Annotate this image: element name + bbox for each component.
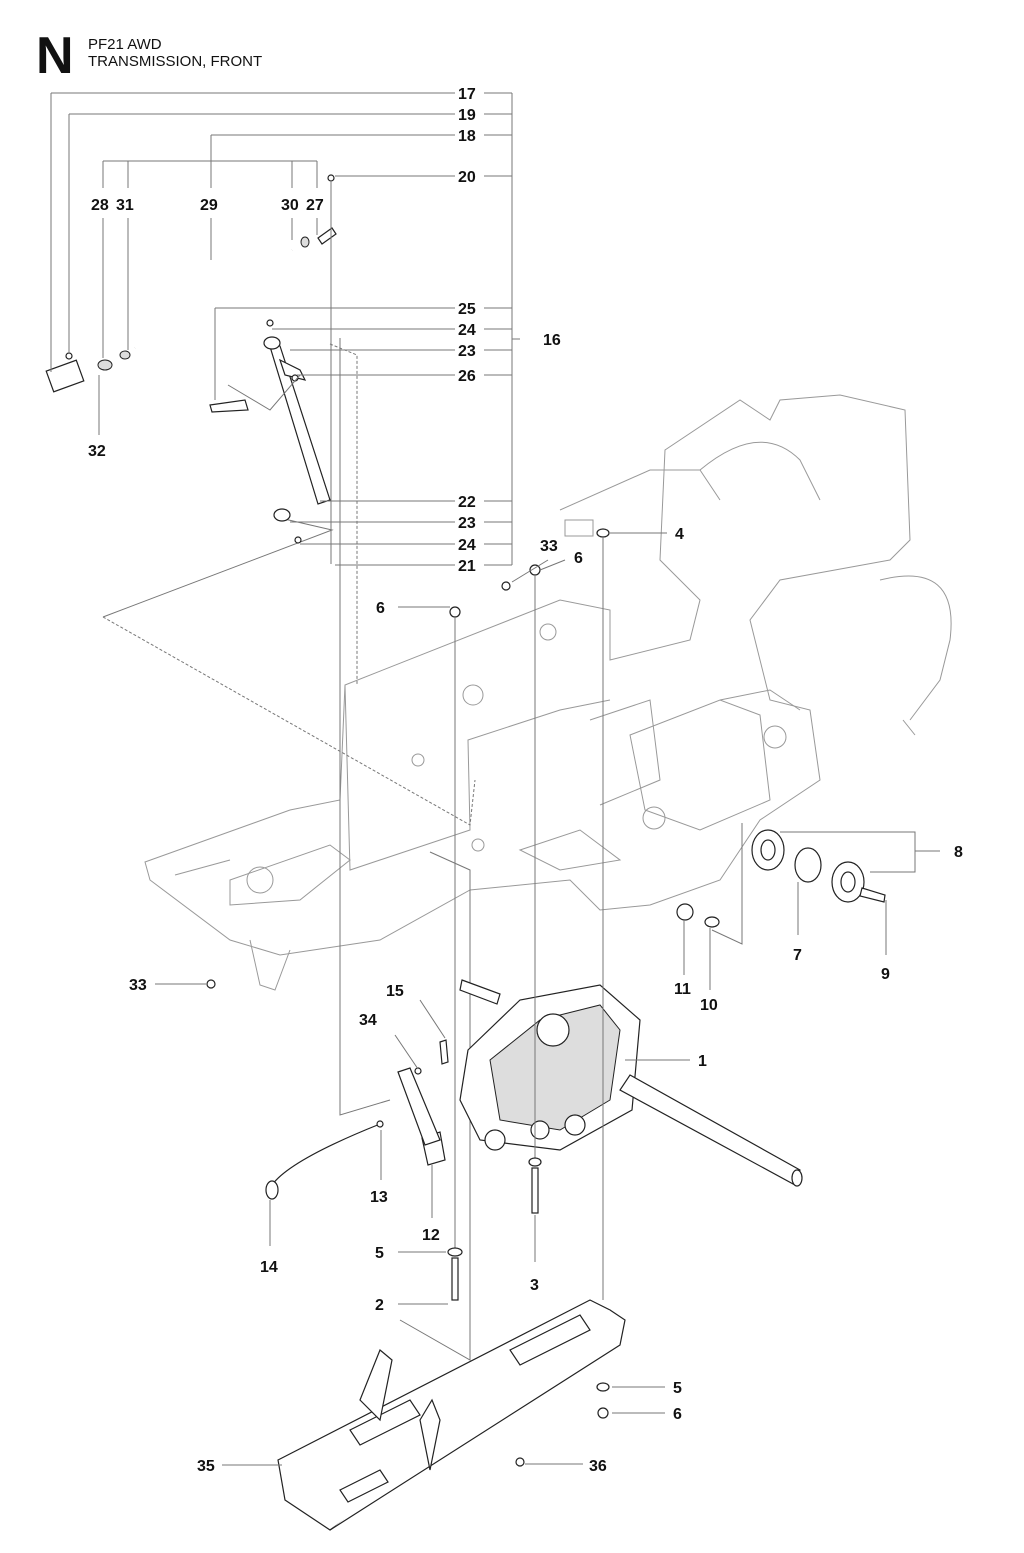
callout-26: 26	[458, 368, 476, 385]
linkage-rod-assembly	[45, 174, 337, 564]
callout-23: 23	[458, 343, 476, 360]
callout-13: 13	[370, 1189, 388, 1206]
callout-32: 32	[88, 443, 106, 460]
callout-11: 11	[674, 981, 691, 998]
callout-9: 9	[881, 966, 890, 983]
assembly-title: TRANSMISSION, FRONT	[88, 53, 263, 70]
callout-2: 2	[375, 1297, 384, 1314]
callout-24: 24	[458, 322, 476, 339]
callout-23: 23	[458, 515, 476, 532]
callout-21: 21	[458, 558, 476, 575]
callout-20: 20	[458, 169, 476, 186]
callout-12: 12	[422, 1227, 440, 1244]
callout-28: 28	[91, 197, 109, 214]
callout-25: 25	[458, 301, 476, 318]
callout-36: 36	[589, 1458, 607, 1475]
bearing-flanges	[676, 829, 886, 928]
section-letter: N	[36, 27, 74, 85]
model-name: PF21 AWD	[88, 36, 162, 53]
callout-16: 16	[543, 332, 561, 349]
callout-29: 29	[200, 197, 218, 214]
transmission-unit	[265, 979, 803, 1200]
callout-5: 5	[375, 1245, 384, 1262]
callout-1: 1	[698, 1053, 707, 1070]
callout-3: 3	[530, 1277, 539, 1294]
callout-24: 24	[458, 537, 476, 554]
diagram-title: PF21 AWD TRANSMISSION, FRONT	[88, 36, 262, 70]
reference-lines	[102, 338, 743, 1361]
skid-plate	[277, 1299, 626, 1531]
leader-lines	[50, 92, 940, 1466]
chassis-frame	[144, 394, 952, 991]
callout-6: 6	[376, 600, 385, 617]
callout-30: 30	[281, 197, 299, 214]
callout-14: 14	[260, 1259, 278, 1276]
callout-34: 34	[359, 1012, 377, 1029]
callout-33: 33	[540, 538, 558, 555]
callout-18: 18	[458, 128, 476, 145]
fasteners	[206, 528, 610, 1467]
callout-15: 15	[386, 983, 404, 1000]
callout-labels: 17 19 18 20 28 31 29 30 27 25 24 16 23 2…	[88, 86, 963, 1475]
callout-6: 6	[673, 1406, 682, 1423]
callout-10: 10	[700, 997, 718, 1014]
callout-6: 6	[574, 550, 583, 567]
callout-31: 31	[116, 197, 134, 214]
callout-22: 22	[458, 494, 476, 511]
callout-35: 35	[197, 1458, 215, 1475]
callout-33: 33	[129, 977, 147, 994]
callout-4: 4	[675, 526, 684, 543]
callout-17: 17	[458, 86, 476, 103]
callout-27: 27	[306, 197, 324, 214]
callout-19: 19	[458, 107, 476, 124]
callout-5: 5	[673, 1380, 682, 1397]
callout-7: 7	[793, 947, 802, 964]
callout-8: 8	[954, 844, 963, 861]
